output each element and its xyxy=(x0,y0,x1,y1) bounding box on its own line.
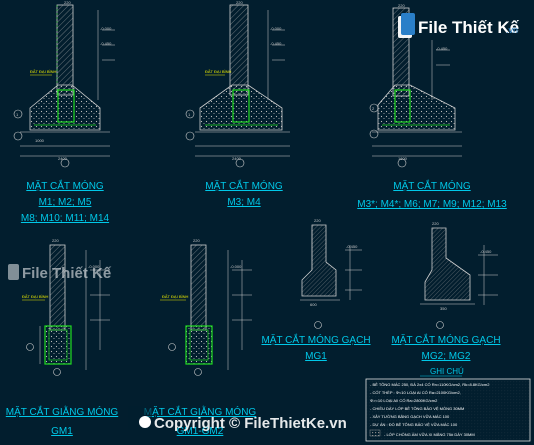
note-line-5: - XÂY TƯỜNG BẰNG GẠCH VỮA MÁC 100 xyxy=(370,414,450,419)
watermark-left-text: File Thiết Kế xyxy=(22,265,112,282)
level-label-7: -0.000 xyxy=(230,264,242,269)
section-title-m3: MẶT CẮT MÓNG xyxy=(205,179,283,192)
section-title-gm1: MẶT CẮT GIẰNG MÓNG xyxy=(6,405,119,418)
axis-label-3: 2 xyxy=(372,106,375,111)
level-label-5: -0.450 xyxy=(436,46,448,51)
notes-title: GHI CHÚ xyxy=(430,367,464,376)
tie-beam-section-1 xyxy=(22,244,110,376)
dim-bottom-1: 2400 xyxy=(58,156,68,161)
section-sub-m3: M3; M4 xyxy=(227,197,261,208)
ground-label-4: ĐẤT ĐẠI BÌNH xyxy=(162,294,188,299)
file-icon xyxy=(401,13,415,35)
dim-top-7: 220 xyxy=(432,221,439,226)
axis-label-1: 1 xyxy=(16,112,19,117)
level-label-9: -0.450 xyxy=(480,249,492,254)
logo-domain: .vn xyxy=(506,25,518,35)
dim-bottom-2: 2400 xyxy=(232,156,242,161)
section-title-m1: MẶT CẮT MÓNG xyxy=(26,179,104,192)
dim-top-6: 220 xyxy=(314,218,321,223)
note-line-7: - LỚP CHỐNG ẨM VỮA XI MĂNG 75# DÀY 30MM xyxy=(384,432,475,437)
level-label-1: -0.000 xyxy=(100,26,112,31)
note-line-6: - DỰ ÁN : ĐỔ BÊ TÔNG BẢO VỆ VỮA MÁC 100 xyxy=(370,422,458,427)
section-sub-gm1: GM1 xyxy=(51,426,73,437)
dim-top-5: 220 xyxy=(193,238,200,243)
dim-top-4: 220 xyxy=(52,238,59,243)
section-title-mg1: MẶT CẮT MÓNG GẠCH xyxy=(261,333,370,346)
brand-logo: File Thiết Kế .vn xyxy=(398,13,520,38)
level-label-3: -0.000 xyxy=(270,26,282,31)
dim-bottom-5: 350 xyxy=(440,306,447,311)
section-sub-mg2: MG2; MG2 xyxy=(422,351,471,362)
note-line-4: - CHIỀU DÀY LỚP BÊ TÔNG BẢO VỆ MÓNG 30MM xyxy=(370,406,464,411)
note-line-2: - CỐT THÉP : Φ<10 LOẠI AI CÓ Ra=2100KG/c… xyxy=(370,390,461,395)
section-sub-m1-a: M1; M2; M5 xyxy=(39,197,92,208)
dim-bottom-4: 600 xyxy=(310,302,317,307)
section-sub-gm2: GM1-GM2 xyxy=(177,426,224,437)
note-line-1: - BÊ TÔNG MÁC 250, ĐÁ 2x4 CÓ Rn=110KG/cm… xyxy=(370,382,490,387)
footing-section-1 xyxy=(13,4,115,168)
watermark-left: File Thiết Kế xyxy=(8,264,112,282)
section-sub-m1-b: M8; M10; M11; M14 xyxy=(21,213,110,224)
brick-footing-section-1 xyxy=(300,224,362,329)
watermark-bottom: Copyright © FileThietKe.vn xyxy=(128,406,347,432)
dim-mid-1: 1000 xyxy=(35,138,45,143)
dim-bottom-3: 1600 xyxy=(398,156,408,161)
footing-section-2 xyxy=(185,4,290,168)
section-sub-m3s: M3*; M4*; M6; M7; M9; M12; M13 xyxy=(357,199,507,210)
level-label-8: -0.450 xyxy=(346,244,358,249)
axis-label-2: 1 xyxy=(188,112,191,117)
section-title-gm2: MẶT CẮT GIẰNG MÓNG xyxy=(144,405,257,418)
logo-text: File Thiết Kế xyxy=(418,18,520,37)
section-title-mg2: MẶT CẮT MÓNG GẠCH xyxy=(391,333,500,346)
level-label-4: -0.450 xyxy=(270,41,282,46)
section-sub-mg1: MG1 xyxy=(305,351,327,362)
brick-footing-section-2 xyxy=(420,227,498,329)
ground-label-2: ĐẤT ĐẠI BÌNH xyxy=(205,69,231,74)
dim-top-3: 220 xyxy=(398,3,405,8)
section-title-m3s: MẶT CẮT MÓNG xyxy=(393,179,471,192)
watermark-copyright: Copyright © FileThietKe.vn xyxy=(154,415,347,432)
ground-label-3: ĐẤT ĐẠI BÌNH xyxy=(22,294,48,299)
dim-top-2: 220 xyxy=(236,0,243,5)
note-line-3: Φ>=10 LOẠI AII CÓ Ra=2800KG/cm2 xyxy=(370,398,438,403)
tie-beam-section-2 xyxy=(160,244,252,376)
level-label-2: -0.450 xyxy=(100,41,112,46)
copyright-icon xyxy=(139,416,151,428)
notes-box: GHI CHÚ - BÊ TÔNG MÁC 250, ĐÁ 2x4 CÓ Rn=… xyxy=(365,367,531,442)
dim-top-1: 220 xyxy=(64,0,71,5)
ground-label-1: ĐẤT ĐẠI BÌNH xyxy=(30,69,56,74)
level-label-6: -0.000 xyxy=(88,264,100,269)
